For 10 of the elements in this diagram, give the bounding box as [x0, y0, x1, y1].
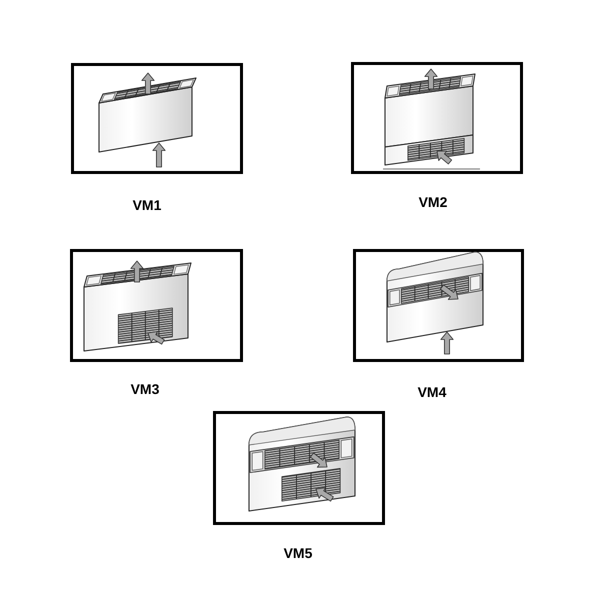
illustration-frame — [70, 249, 243, 362]
illustration-frame — [351, 62, 523, 174]
caption-label: VM2 — [418, 193, 448, 211]
illustration-frame — [353, 249, 524, 362]
illustration-frame — [213, 411, 385, 525]
illustration-frame — [71, 63, 243, 174]
caption-label: VM5 — [284, 544, 312, 562]
caption-label: VM4 — [418, 383, 446, 401]
caption-label: VM1 — [132, 196, 162, 214]
caption-label: VM3 — [130, 380, 160, 398]
